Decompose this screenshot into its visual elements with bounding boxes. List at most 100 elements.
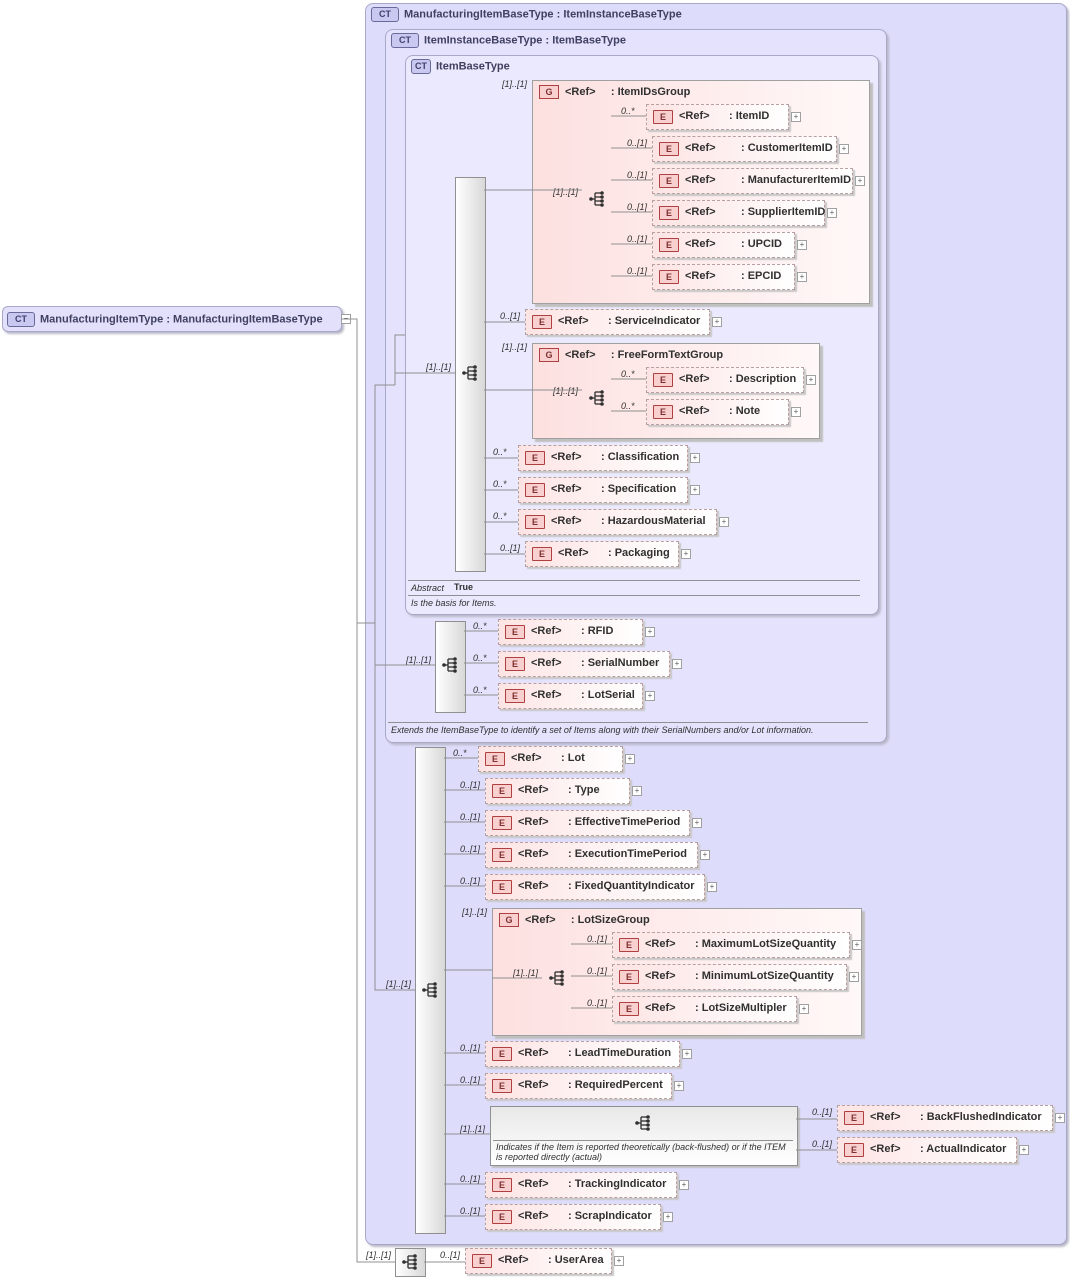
expand-icon[interactable]: + bbox=[791, 112, 801, 122]
cardinality: 0..* bbox=[493, 479, 507, 489]
element-executiontimeperiod[interactable]: E<Ref>: ExecutionTimePeriod bbox=[485, 842, 698, 868]
element-serialnumber[interactable]: E<Ref>: SerialNumber bbox=[498, 651, 670, 677]
expand-icon[interactable]: + bbox=[679, 1180, 689, 1190]
ref-label: <Ref> bbox=[551, 515, 582, 527]
ct-label: ManufacturingItemBaseType bbox=[404, 8, 554, 21]
expand-icon[interactable]: + bbox=[672, 659, 682, 669]
element-manufactureritemid[interactable]: E<Ref>: ManufacturerItemID bbox=[652, 168, 853, 194]
element-classification[interactable]: E<Ref>: Classification bbox=[518, 445, 688, 471]
element-rfid[interactable]: E<Ref>: RFID bbox=[498, 619, 643, 645]
expand-icon[interactable]: + bbox=[827, 208, 837, 218]
expand-icon[interactable]: + bbox=[849, 972, 859, 982]
expand-icon[interactable]: + bbox=[700, 850, 710, 860]
expand-icon[interactable]: + bbox=[797, 272, 807, 282]
expand-icon[interactable]: + bbox=[681, 549, 691, 559]
expand-icon[interactable]: + bbox=[692, 818, 702, 828]
element-name: : MinimumLotSizeQuantity bbox=[695, 970, 834, 982]
element-requiredpercent[interactable]: E<Ref>: RequiredPercent bbox=[485, 1073, 672, 1099]
element-name: : UPCID bbox=[741, 238, 782, 250]
expand-icon[interactable]: + bbox=[799, 1004, 809, 1014]
element-itemid[interactable]: E<Ref>: ItemID bbox=[646, 104, 789, 130]
cardinality: 0..[1] bbox=[460, 1075, 481, 1085]
expand-icon[interactable]: + bbox=[839, 144, 849, 154]
element-effectivetimeperiod[interactable]: E<Ref>: EffectiveTimePeriod bbox=[485, 810, 690, 836]
element-lotserial[interactable]: E<Ref>: LotSerial bbox=[498, 683, 643, 709]
sequence-item-instance[interactable] bbox=[435, 621, 466, 713]
ref-label: <Ref> bbox=[685, 142, 716, 154]
cardinality: 0..[1] bbox=[440, 1250, 461, 1260]
element-name: : ItemID bbox=[729, 110, 770, 122]
expand-icon[interactable]: + bbox=[690, 453, 700, 463]
element-scrapindicator[interactable]: E<Ref>: ScrapIndicator bbox=[485, 1204, 661, 1230]
expand-icon[interactable]: + bbox=[674, 1081, 684, 1091]
expand-icon[interactable]: + bbox=[690, 485, 700, 495]
ref-label: <Ref> bbox=[685, 206, 716, 218]
cardinality: 0..* bbox=[453, 748, 467, 758]
expand-icon[interactable]: + bbox=[682, 1049, 692, 1059]
expand-icon[interactable]: + bbox=[632, 786, 642, 796]
expand-icon[interactable]: + bbox=[1019, 1145, 1029, 1155]
element-backflushedindicator[interactable]: E<Ref>: BackFlushedIndicator bbox=[837, 1105, 1053, 1131]
cardinality: 0..[1] bbox=[812, 1139, 833, 1149]
element-maximumlotsizequantity[interactable]: E<Ref>: MaximumLotSizeQuantity bbox=[612, 932, 850, 958]
sequence-manufacturing[interactable] bbox=[415, 747, 446, 1234]
expand-icon[interactable]: + bbox=[791, 407, 801, 417]
element-lot[interactable]: E<Ref>: Lot bbox=[478, 746, 623, 772]
ref-label: <Ref> bbox=[551, 451, 582, 463]
element-userarea[interactable]: E<Ref>: UserArea bbox=[465, 1248, 612, 1274]
abstract-value: True bbox=[454, 582, 474, 592]
element-actualindicator[interactable]: E<Ref>: ActualIndicator bbox=[837, 1137, 1017, 1163]
cardinality: [1]..[1] bbox=[386, 979, 412, 989]
expand-icon[interactable]: + bbox=[645, 627, 655, 637]
element-epcid[interactable]: E<Ref>: EPCID bbox=[652, 264, 795, 290]
element-supplieritemid[interactable]: E<Ref>: SupplierItemID bbox=[652, 200, 825, 226]
expand-icon[interactable]: + bbox=[1055, 1113, 1065, 1123]
element-icon: E bbox=[844, 1111, 864, 1125]
expand-icon[interactable]: + bbox=[712, 317, 722, 327]
root-label: ManufacturingItemType bbox=[40, 313, 164, 326]
collapse-icon[interactable]: − bbox=[341, 314, 351, 324]
expand-icon[interactable]: + bbox=[719, 517, 729, 527]
expand-icon[interactable]: + bbox=[806, 375, 816, 385]
expand-icon[interactable]: + bbox=[707, 882, 717, 892]
sequence-item-base[interactable] bbox=[455, 177, 486, 572]
ref-label: <Ref> bbox=[565, 349, 596, 361]
sequence-root[interactable] bbox=[395, 1248, 426, 1277]
element-customeritemid[interactable]: E<Ref>: CustomerItemID bbox=[652, 136, 837, 162]
cardinality: 0..[1] bbox=[460, 812, 481, 822]
element-leadtimeduration[interactable]: E<Ref>: LeadTimeDuration bbox=[485, 1041, 680, 1067]
element-packaging[interactable]: E<Ref>: Packaging bbox=[525, 541, 679, 567]
element-description[interactable]: E<Ref>: Description bbox=[646, 367, 804, 393]
element-fixedquantityindicator[interactable]: E<Ref>: FixedQuantityIndicator bbox=[485, 874, 705, 900]
expand-icon[interactable]: + bbox=[645, 691, 655, 701]
element-name: : Note bbox=[729, 405, 761, 417]
element-minimumlotsizequantity[interactable]: E<Ref>: MinimumLotSizeQuantity bbox=[612, 964, 847, 990]
element-serviceindicator[interactable]: E<Ref>: ServiceIndicator bbox=[525, 309, 710, 335]
element-trackingindicator[interactable]: E<Ref>: TrackingIndicator bbox=[485, 1172, 677, 1198]
element-name: : HazardousMaterial bbox=[601, 515, 706, 527]
choice-backflush-actual[interactable] bbox=[490, 1106, 798, 1166]
element-name: : Packaging bbox=[608, 547, 670, 559]
cardinality: [1]..[1] bbox=[406, 655, 432, 665]
element-lotsizemultipler[interactable]: E<Ref>: LotSizeMultipler bbox=[612, 996, 797, 1022]
expand-icon[interactable]: + bbox=[614, 1256, 624, 1266]
element-icon: E bbox=[525, 483, 545, 497]
ct-item-instance-doc: Extends the ItemBaseType to identify a s… bbox=[391, 725, 814, 735]
element-note[interactable]: E<Ref>: Note bbox=[646, 399, 789, 425]
element-specification[interactable]: E<Ref>: Specification bbox=[518, 477, 688, 503]
element-icon: E bbox=[659, 270, 679, 284]
element-icon: E bbox=[492, 1079, 512, 1093]
expand-icon[interactable]: + bbox=[663, 1212, 673, 1222]
expand-icon[interactable]: + bbox=[625, 754, 635, 764]
expand-icon[interactable]: + bbox=[852, 940, 862, 950]
element-upcid[interactable]: E<Ref>: UPCID bbox=[652, 232, 795, 258]
element-name: : Description bbox=[729, 373, 797, 385]
element-type[interactable]: E<Ref>: Type bbox=[485, 778, 630, 804]
expand-icon[interactable]: + bbox=[855, 176, 865, 186]
element-icon: E bbox=[505, 625, 525, 639]
expand-icon[interactable]: + bbox=[797, 240, 807, 250]
group-name: : LotSizeGroup bbox=[570, 914, 650, 926]
element-hazardousmaterial[interactable]: E<Ref>: HazardousMaterial bbox=[518, 509, 717, 535]
